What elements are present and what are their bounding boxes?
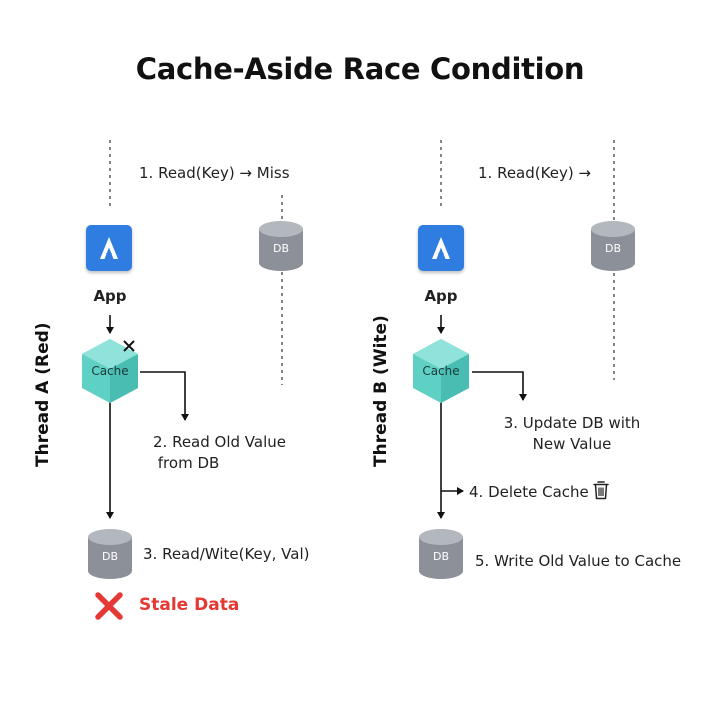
thread-a-db-top-label: DB — [272, 242, 290, 255]
thread-b-step1: 1. Read(Key) → — [478, 164, 592, 182]
thread-a-cache-label: Cache — [91, 364, 129, 378]
thread-b-step4: 4. Delete Cache — [469, 483, 589, 501]
database-icon — [88, 529, 132, 579]
thread-a-db-top: DB — [258, 220, 304, 272]
thread-a-step2: 2. Read Old Value from DB — [153, 433, 286, 472]
cache-hexagon-icon — [413, 339, 469, 403]
diagram-title: Cache-Aside Race Condition — [135, 52, 585, 86]
database-icon — [259, 221, 303, 271]
cache-hexagon-icon — [82, 339, 138, 403]
stale-data-status: Stale Data — [139, 595, 240, 615]
thread-a-label: Thread A (Red) — [33, 322, 53, 467]
thread-b-step3: 3. Update DB with New Value — [503, 414, 641, 453]
thread-b-step5: 5. Write Old Value to Cache — [475, 552, 682, 570]
thread-b-db-bottom: DB — [418, 528, 464, 580]
arrow-cache-to-db-read-a — [140, 371, 189, 421]
thread-b-app-label: App — [424, 287, 458, 305]
thread-b-db-bottom-label: DB — [432, 550, 450, 563]
thread-b-cache-label: Cache — [422, 364, 460, 378]
thread-a-step1: 1. Read(Key) → Miss — [139, 164, 290, 182]
app-logo-icon — [86, 225, 132, 271]
thread-a-app-label: App — [93, 287, 127, 305]
thread-b-label: Thread B (Wite) — [371, 315, 391, 467]
close-icon — [123, 340, 135, 352]
thread-a-db-bottom-label: DB — [101, 550, 119, 563]
thread-b-db-top-label: DB — [604, 242, 622, 255]
thread-b-cache: Cache — [411, 337, 471, 405]
thread-a-db-bottom: DB — [87, 528, 133, 580]
thread-b-db-top: DB — [590, 220, 636, 272]
error-x-icon — [95, 592, 123, 620]
thread-a-step3: 3. Read/Wite(Key, Val) — [143, 545, 310, 563]
arrow-cache-to-db-update-b — [472, 371, 527, 401]
database-icon — [419, 529, 463, 579]
database-icon — [591, 221, 635, 271]
thread-a-cache: Cache — [80, 337, 140, 405]
trash-icon — [593, 481, 609, 500]
app-logo-icon — [418, 225, 464, 271]
